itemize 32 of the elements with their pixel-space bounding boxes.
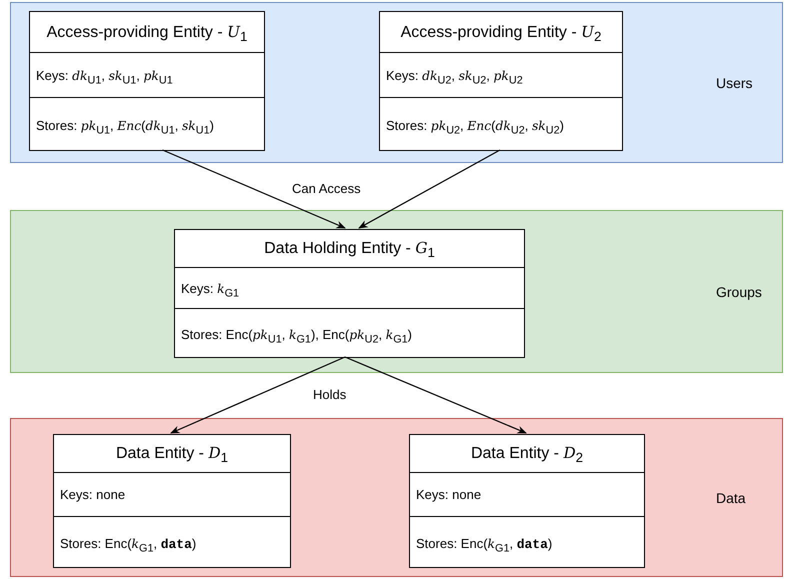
lane-label: Groups: [716, 284, 762, 300]
arrow: [162, 149, 346, 229]
entity-title: Data Entity - D$_{2}$: [470, 443, 584, 468]
lane-label: Data: [716, 490, 746, 506]
entity-box: [379, 11, 623, 151]
swimlane-band: [10, 2, 783, 163]
entity-field: Stores: Enc(pk$_{U1}$, k$_{G1}$), Enc(pk$_{U2}$, k$_{G1}$): [175, 308, 524, 359]
entity-field: Keys: k$_{G1}$: [175, 267, 524, 308]
entity-field: Keys: dk$_{U2}$, sk$_{U2}$, pk$_{U2}$: [380, 52, 622, 97]
entity-box: [174, 229, 525, 358]
entity-field: Keys: dk$_{U1}$, sk$_{U1}$, pk$_{U1}$: [30, 52, 264, 97]
entity-title: Access-providing Entity - U$_{1}$: [46, 22, 248, 46]
swimlane-band: [10, 210, 783, 373]
entity-box: [29, 11, 265, 151]
entity-box: [409, 434, 645, 568]
swimlane-band: [10, 418, 783, 577]
entity-title: Access-providing Entity - U$_{2}$: [400, 22, 602, 46]
entity-field: Stores: pk$_{U1}$, Enc(dk$_{U1}$, sk$_{U1}$): [30, 97, 264, 152]
entity-field: Stores: pk$_{U2}$, Enc(dk$_{U2}$, sk$_{U2}$): [380, 97, 622, 152]
connector-label: Holds: [312, 387, 348, 402]
arrow: [344, 356, 527, 434]
entity-title: Data Holding Entity - G$_{1}$: [263, 238, 436, 262]
arrow: [170, 356, 346, 434]
lane-label: Users: [716, 74, 753, 90]
entity-field: Keys: none: [410, 472, 644, 516]
entity-field: Stores: Enc(k$_{G1}$, data): [54, 516, 290, 569]
entity-field: Keys: none: [54, 472, 290, 516]
arrow: [358, 149, 500, 229]
entity-field: Stores: Enc(k$_{G1}$, data): [410, 516, 644, 569]
connector-label: Can Access: [291, 181, 362, 196]
entity-box: [53, 434, 291, 568]
entity-title: Data Entity - D$_{1}$: [114, 443, 230, 468]
